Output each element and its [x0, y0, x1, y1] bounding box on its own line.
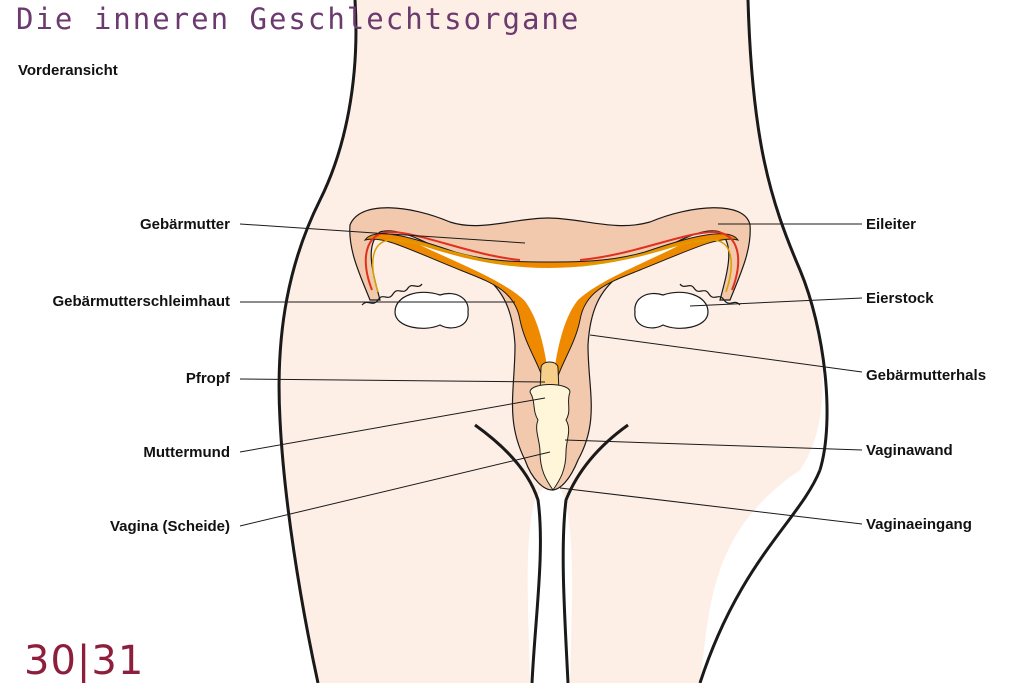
page-title: Die inneren Geschlechtsorgane — [16, 2, 580, 36]
label-gebaermutterhals: Gebärmutterhals — [866, 367, 986, 385]
leader-vaginawand — [565, 440, 862, 450]
label-eierstock: Eierstock — [866, 290, 934, 308]
label-vaginawand: Vaginawand — [866, 442, 953, 460]
leader-vaginaeingang — [560, 488, 862, 524]
label-gebaermutterschleimhaut: Gebärmutterschleimhaut — [52, 293, 230, 311]
label-vagina: Vagina (Scheide) — [110, 518, 230, 536]
page-number: 30|31 — [24, 638, 144, 683]
leader-vagina — [240, 452, 550, 526]
label-gebaermutter: Gebärmutter — [140, 216, 230, 234]
leader-gebaermutterhals — [590, 335, 862, 372]
label-pfropf: Pfropf — [186, 370, 230, 388]
page-subtitle: Vorderansicht — [18, 62, 118, 79]
label-muttermund: Muttermund — [143, 444, 230, 462]
leader-muttermund — [240, 398, 545, 452]
label-vaginaeingang: Vaginaeingang — [866, 516, 972, 534]
leader-pfropf — [240, 379, 545, 382]
label-eileiter: Eileiter — [866, 216, 916, 234]
leader-eierstock — [690, 298, 862, 306]
leader-gebaermutter — [240, 224, 525, 243]
